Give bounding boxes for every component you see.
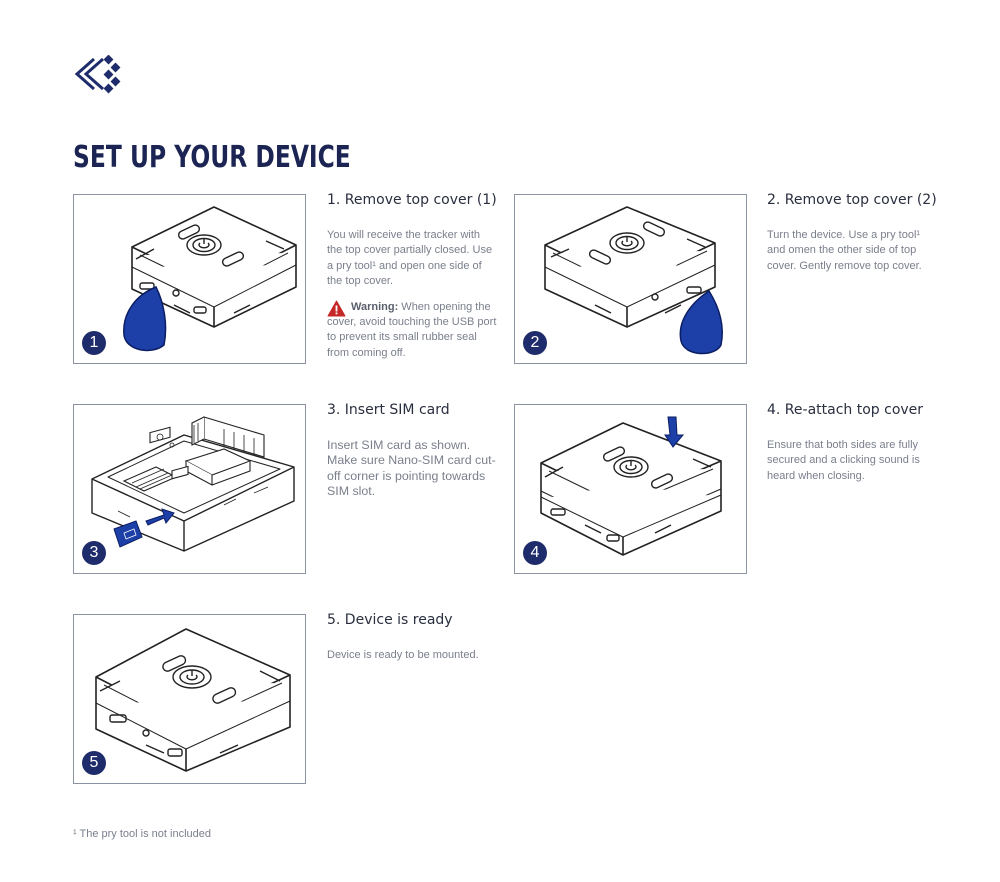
step-3-illustration: 3 (73, 404, 306, 574)
step-number-badge: 3 (82, 541, 106, 565)
step-heading: 5. Device is ready (327, 612, 453, 628)
sim-card-icon (113, 520, 143, 548)
footnote: ¹ The pry tool is not included (73, 828, 211, 840)
warning-triangle-icon (327, 300, 346, 317)
step-description: Ensure that both sides are fully secured… (767, 439, 920, 482)
step-3-text: 3. Insert SIM card Insert SIM card as sh… (327, 402, 497, 500)
step-number-badge: 4 (523, 541, 547, 565)
step-4-illustration: 4 (514, 404, 747, 574)
step-description: Insert SIM card as shown. Make sure Nano… (327, 438, 496, 499)
step-description: Turn the device. Use a pry tool¹ and ome… (767, 229, 922, 272)
press-down-arrow-icon (664, 416, 685, 448)
step-heading: 2. Remove top cover (2) (767, 192, 937, 208)
step-1-illustration: 1 (73, 194, 306, 364)
pry-tool-icon (679, 289, 723, 355)
step-5-illustration: 5 (73, 614, 306, 784)
step-2-text: 2. Remove top cover (2) Turn the device.… (767, 192, 937, 274)
insert-arrow-icon (145, 508, 175, 526)
step-number-badge: 5 (82, 751, 106, 775)
step-1-text: 1. Remove top cover (1) You will receive… (327, 192, 497, 361)
warning-note: Warning: When opening the cover, avoid t… (327, 300, 497, 362)
step-number-badge: 1 (82, 331, 106, 355)
step-5-text: 5. Device is ready Device is ready to be… (327, 612, 497, 663)
tracker-device-illustration (540, 416, 722, 556)
step-description: Device is ready to be mounted. (327, 649, 479, 661)
tracker-device-illustration (123, 206, 297, 352)
company-logo-icon (74, 55, 121, 94)
step-2-illustration: 2 (514, 194, 747, 364)
step-4-text: 4. Re-attach top cover Ensure that both … (767, 402, 937, 484)
warning-label: Warning: (351, 300, 399, 313)
step-heading: 3. Insert SIM card (327, 402, 450, 418)
tracker-device-illustration (95, 628, 291, 772)
step-heading: 4. Re-attach top cover (767, 402, 924, 418)
tracker-device-illustration (544, 206, 723, 355)
warning-text: When opening the cover, avoid touching t… (327, 300, 497, 359)
step-description: You will receive the tracker with the to… (327, 229, 493, 288)
page-title: SET UP YOUR DEVICE (73, 140, 351, 175)
open-tracker-board-illustration (91, 416, 295, 552)
step-number-badge: 2 (523, 331, 547, 355)
pry-tool-icon (123, 286, 167, 352)
step-heading: 1. Remove top cover (1) (327, 192, 497, 208)
